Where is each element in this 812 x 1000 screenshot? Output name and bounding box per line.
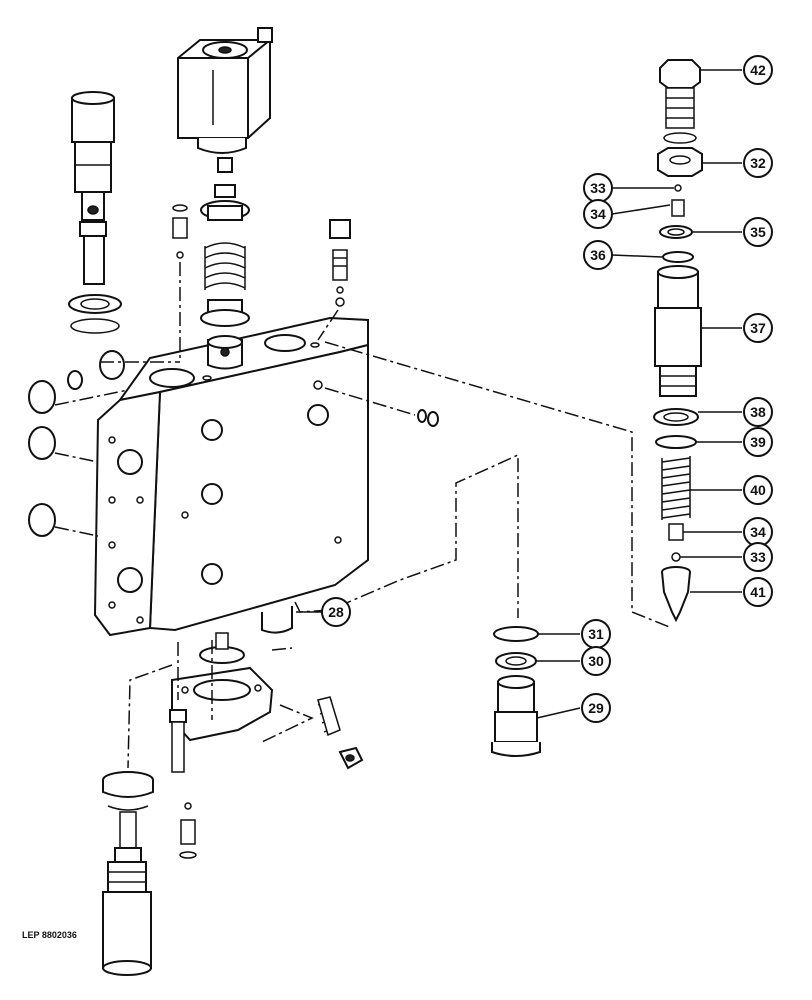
bottom-right-plug-group [271,453,541,757]
svg-text:32: 32 [750,155,766,171]
callout-34-upper: 34 [583,199,613,229]
screw-and-nut [317,696,364,770]
svg-text:39: 39 [750,434,766,450]
svg-text:40: 40 [750,482,766,498]
callout-33-lower: 33 [743,542,773,572]
svg-text:35: 35 [750,224,766,240]
valve-block [93,316,369,637]
chain-line-main [324,341,673,629]
svg-text:34: 34 [750,524,766,540]
svg-text:36: 36 [590,247,606,263]
svg-text:33: 33 [750,549,766,565]
svg-text:34: 34 [590,206,606,222]
svg-text:30: 30 [588,653,604,669]
callout-41: 41 [743,577,773,607]
svg-text:29: 29 [588,700,604,716]
callout-33-upper: 33 [583,173,613,203]
svg-text:31: 31 [588,626,604,642]
callout-39: 39 [743,427,773,457]
right-valve-stack [653,59,703,623]
callout-34-lower: 34 [743,517,773,547]
callout-37: 37 [743,313,773,343]
callout-42: 42 [743,55,773,85]
callout-38: 38 [743,397,773,427]
small-plug-side [324,387,439,427]
callout-29: 29 [581,693,611,723]
callout-40: 40 [743,475,773,505]
bottom-flange [127,632,314,773]
svg-text:38: 38 [750,404,766,420]
left-o-rings [28,350,180,537]
svg-text:28: 28 [328,604,344,620]
svg-text:41: 41 [750,584,766,600]
plug-fitting-right [317,219,351,341]
callout-35: 35 [743,217,773,247]
callout-36: 36 [583,240,613,270]
callout-leaders [296,69,742,719]
small-poppet-left [172,204,188,362]
callout-32: 32 [743,148,773,178]
svg-text:37: 37 [750,320,766,336]
callout-28: 28 [321,597,351,627]
lower-cartridge [102,771,197,976]
svg-text:33: 33 [590,180,606,196]
callout-31: 31 [581,619,611,649]
callout-30: 30 [581,646,611,676]
relief-valve-left [68,91,122,334]
reference-code: LEP 8802036 [22,930,77,940]
solenoid-assembly [177,27,273,370]
svg-text:42: 42 [750,62,766,78]
